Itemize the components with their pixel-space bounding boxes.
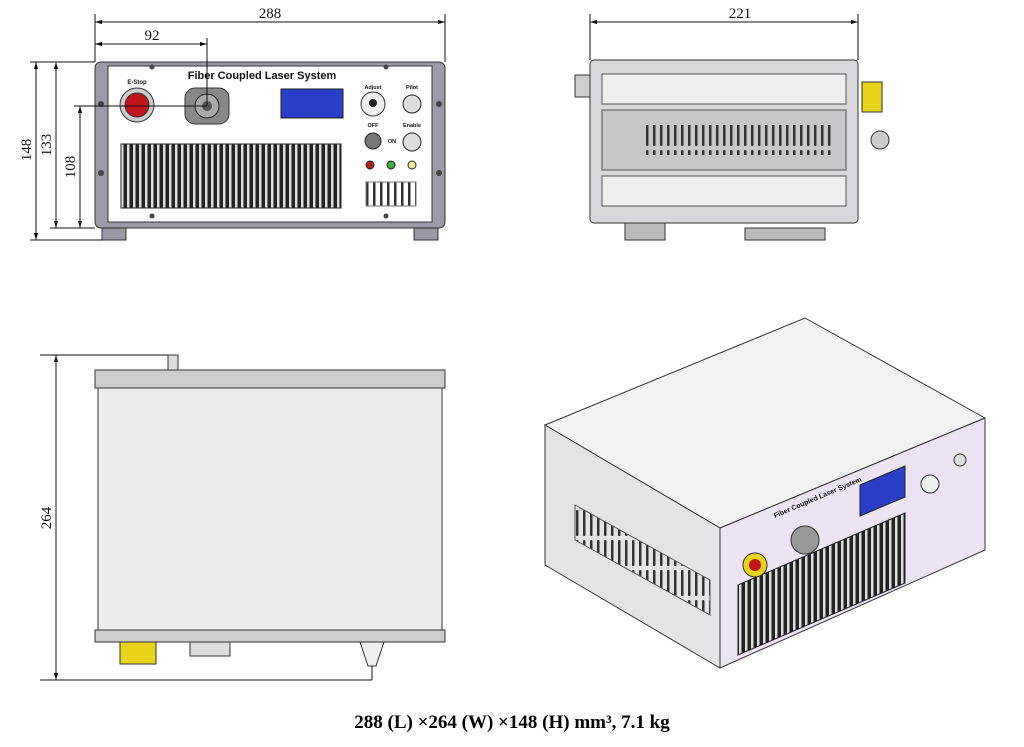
key-switch [364,132,382,150]
caption: 288 (L) ×264 (W) ×148 (H) mm³, 7.1 kg [354,712,670,733]
panel-title: Fiber Coupled Laser System [188,70,337,82]
dim-top-depth: 264 [39,506,55,529]
yellow-connector [861,81,883,113]
side-view: 221 [574,6,890,241]
indicator-bars [365,181,417,207]
adjust-label: Adjust [364,85,381,91]
isometric-view: Fiber Coupled Laser System [543,317,987,669]
fan-grill [120,143,342,209]
off-label: OFF [368,123,380,129]
enable-label: Enable [403,123,421,129]
dim-side-depth: 221 [729,6,752,22]
front-dimensions: 288 92 148 133 108 [19,6,446,241]
pilot-label: Pilot [406,85,418,91]
led-red [365,160,375,170]
led-green [386,160,396,170]
on-label: ON [388,139,396,145]
front-view: Fiber Coupled Laser System E-Stop Adjust… [94,61,446,241]
enable-button [402,132,422,152]
lcd-display [280,88,344,119]
dim-connector-offset: 92 [145,28,160,44]
estop-label: E-Stop [127,80,147,86]
dim-connector-height: 108 [63,156,79,179]
dim-height-total: 148 [19,139,35,162]
led-yellow [407,160,417,170]
key [870,130,890,150]
dim-width: 288 [259,6,282,22]
dim-height-body: 133 [39,134,55,157]
pilot-button [402,94,422,114]
top-view: 264 [39,354,446,681]
